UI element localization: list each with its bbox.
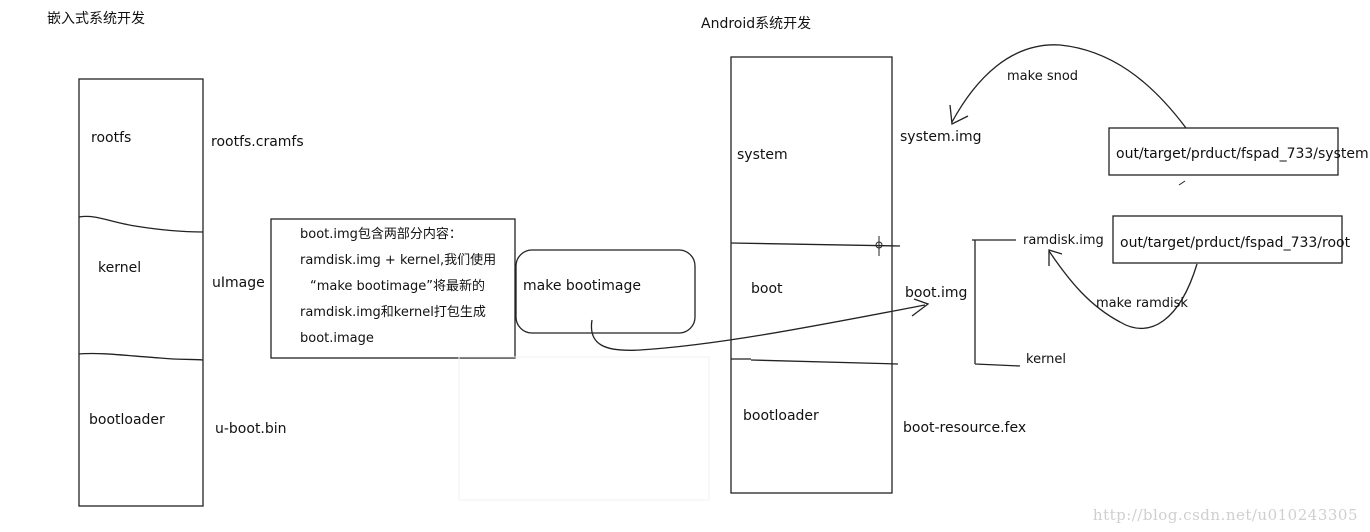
android-dev-title: Android系统开发: [701, 16, 812, 32]
note-line-5: boot.image: [300, 331, 374, 346]
ghost-frame: [458, 356, 710, 501]
right-stack-frame: [730, 56, 893, 494]
root-path-frame: [1112, 215, 1343, 264]
system-path-frame: [1108, 127, 1339, 176]
boot-parts-bracket: [972, 239, 1021, 367]
ramdisk-img-label: ramdisk.img: [1023, 233, 1104, 248]
right-divider-system-boot: [730, 242, 901, 247]
left-partition-rootfs: rootfs: [91, 130, 132, 146]
right-image-system: system.img: [900, 129, 982, 145]
make-ramdisk-arrow-head: [1048, 249, 1063, 266]
root-path-label: out/target/prduct/fspad_733/root: [1120, 235, 1351, 251]
left-stack-frame: [78, 78, 204, 507]
left-partition-bootloader: bootloader: [89, 412, 165, 428]
left-image-kernel: uImage: [212, 275, 265, 291]
left-divider-kernel-bootloader: [78, 352, 204, 361]
left-partition-kernel: kernel: [98, 260, 142, 276]
note-box-frame: [270, 218, 516, 359]
left-divider-rootfs-kernel: [78, 215, 204, 233]
right-partition-bootloader: bootloader: [743, 408, 819, 424]
bootimage-arrow-curve: [590, 304, 926, 351]
embedded-dev-title: 嵌入式系统开发: [47, 11, 145, 27]
system-path-label: out/target/prduct/fspad_733/system: [1116, 146, 1369, 162]
note-line-3: “make bootimage”将最新的: [310, 279, 486, 294]
make-snod-label: make snod: [1007, 69, 1079, 84]
right-partition-boot: boot: [751, 281, 783, 297]
note-line-4: ramdisk.img和kernel打包生成: [300, 305, 486, 320]
make-ramdisk-label: make ramdisk: [1096, 296, 1188, 311]
make-bootimage-box-frame: [515, 249, 696, 334]
watermark-text: http://blog.csdn.net/u010243305: [1092, 506, 1358, 524]
right-divider-boot-bootloader: [731, 358, 899, 365]
right-image-boot: boot.img: [905, 285, 968, 301]
note-line-2: ramdisk.img + kernel,我们使用: [300, 253, 497, 268]
kernel-part-label: kernel: [1026, 352, 1067, 367]
right-partition-system: system: [737, 147, 788, 163]
left-image-bootloader: u-boot.bin: [215, 421, 287, 437]
system-box-tick: [1178, 180, 1186, 186]
bootimage-arrow-head: [911, 298, 930, 317]
make-snod-arc: [951, 44, 1187, 129]
make-bootimage-label: make bootimage: [523, 278, 642, 294]
left-image-rootfs: rootfs.cramfs: [211, 134, 304, 150]
make-snod-arrow-head: [949, 104, 969, 126]
right-image-bootloader: boot-resource.fex: [903, 420, 1027, 436]
make-ramdisk-curve: [1048, 250, 1198, 330]
note-line-1: boot.img包含两部分内容：: [300, 227, 462, 242]
